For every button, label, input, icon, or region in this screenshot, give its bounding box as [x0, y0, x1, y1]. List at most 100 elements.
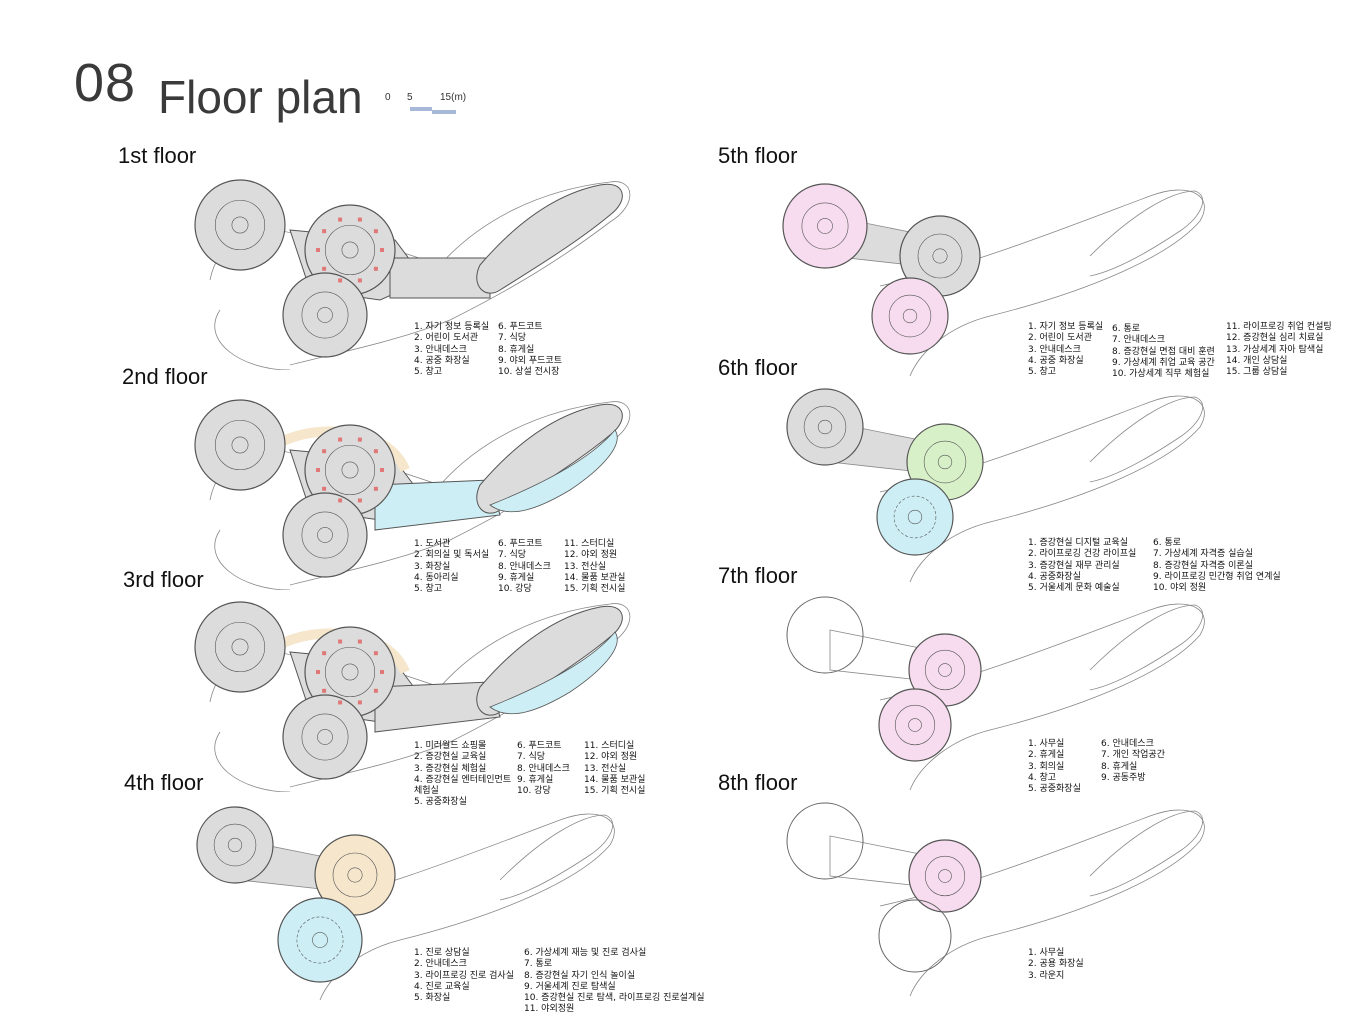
seat-marker: [373, 688, 378, 693]
seat-marker: [357, 278, 362, 283]
pod-west: [786, 388, 864, 466]
pod-west: [194, 399, 286, 491]
seat-marker: [357, 498, 362, 503]
pod-west-core: [231, 638, 249, 656]
floor-label-7: 7th floor: [718, 563, 798, 588]
pod-center-core: [341, 663, 359, 681]
seat-marker: [373, 449, 378, 454]
pod-south-inner: [296, 916, 344, 964]
pod-west: [786, 596, 864, 674]
east-pool: [489, 429, 618, 513]
pod-south-core: [902, 308, 918, 324]
pod-west-inner: [214, 419, 266, 471]
wing-outline: [1089, 604, 1204, 691]
pod-center: [908, 839, 982, 913]
seat-marker: [322, 688, 327, 693]
pod-west-core: [817, 419, 833, 435]
pod-west-core: [227, 837, 243, 853]
pod-south: [282, 272, 368, 358]
seat-marker: [357, 700, 362, 705]
pod-center-core: [932, 248, 948, 264]
pod-south: [282, 694, 368, 780]
pod-south: [878, 688, 952, 762]
floor-plan-8: [786, 802, 1205, 996]
pod-south-inner: [894, 704, 936, 746]
pod-south: [878, 899, 952, 973]
pod-south-core: [317, 729, 333, 745]
floor-plan-5: [782, 183, 1205, 376]
pod-west-inner: [213, 823, 257, 867]
seat-marker: [373, 266, 378, 271]
scale-zero: 0: [385, 92, 391, 103]
pod-center: [314, 834, 396, 916]
pod-west: [782, 183, 868, 269]
site-arc: [214, 731, 291, 792]
pod-south: [277, 897, 363, 983]
floor-plan-6: [786, 388, 1205, 582]
bridge: [389, 257, 491, 299]
pod-west: [194, 601, 286, 693]
seat-marker: [338, 498, 343, 503]
pod-west-inner: [803, 405, 847, 449]
site-outline: [879, 603, 1205, 790]
pod-south-core: [907, 509, 923, 525]
floor-plan-1: [194, 179, 631, 370]
seat-marker: [316, 468, 320, 472]
floor-label-6: 6th floor: [718, 355, 798, 380]
seat-marker: [322, 449, 327, 454]
pod-south-core: [908, 718, 922, 732]
seat-marker: [322, 266, 327, 271]
seat-marker: [380, 248, 384, 252]
pod-south-core: [317, 527, 333, 543]
bridge: [374, 681, 501, 733]
wing-outline: [1089, 396, 1204, 483]
seat-marker: [338, 700, 343, 705]
floor-label-5: 5th floor: [718, 143, 798, 168]
site-outline: [879, 189, 1205, 376]
pod-south-inner: [301, 511, 349, 559]
seat-marker: [357, 437, 362, 442]
pod-south: [876, 478, 954, 556]
pod-south-inner: [888, 294, 932, 338]
seat-marker: [373, 229, 378, 234]
section-number: 08: [74, 53, 137, 113]
pod-center-core: [347, 867, 363, 883]
site-arc: [214, 529, 291, 590]
pod-south-core: [317, 307, 333, 323]
seat-marker: [338, 437, 343, 442]
page-title: Floor plan: [158, 71, 363, 123]
site-outline: [289, 813, 615, 1000]
wing-outline: [1089, 190, 1204, 277]
floor-label-4: 4th floor: [124, 770, 204, 795]
floor-label-3: 3rd floor: [123, 567, 204, 592]
seat-marker: [338, 217, 343, 222]
seat-marker: [322, 229, 327, 234]
floor-plan-4: [196, 806, 615, 1000]
site-outline: [879, 809, 1205, 996]
seat-marker: [338, 278, 343, 283]
floor-plan-2: [194, 399, 631, 590]
pod-center-core: [938, 663, 952, 677]
wing-outline: [1089, 810, 1204, 897]
pod-south-core: [312, 932, 328, 948]
seat-marker: [380, 468, 384, 472]
pod-center-inner: [924, 855, 966, 897]
floor-plan-7: [786, 596, 1205, 790]
seat-marker: [338, 639, 343, 644]
pod-center-inner: [324, 646, 376, 698]
site-outline: [879, 395, 1205, 582]
seat-marker: [357, 217, 362, 222]
pod-west-core: [231, 436, 249, 454]
